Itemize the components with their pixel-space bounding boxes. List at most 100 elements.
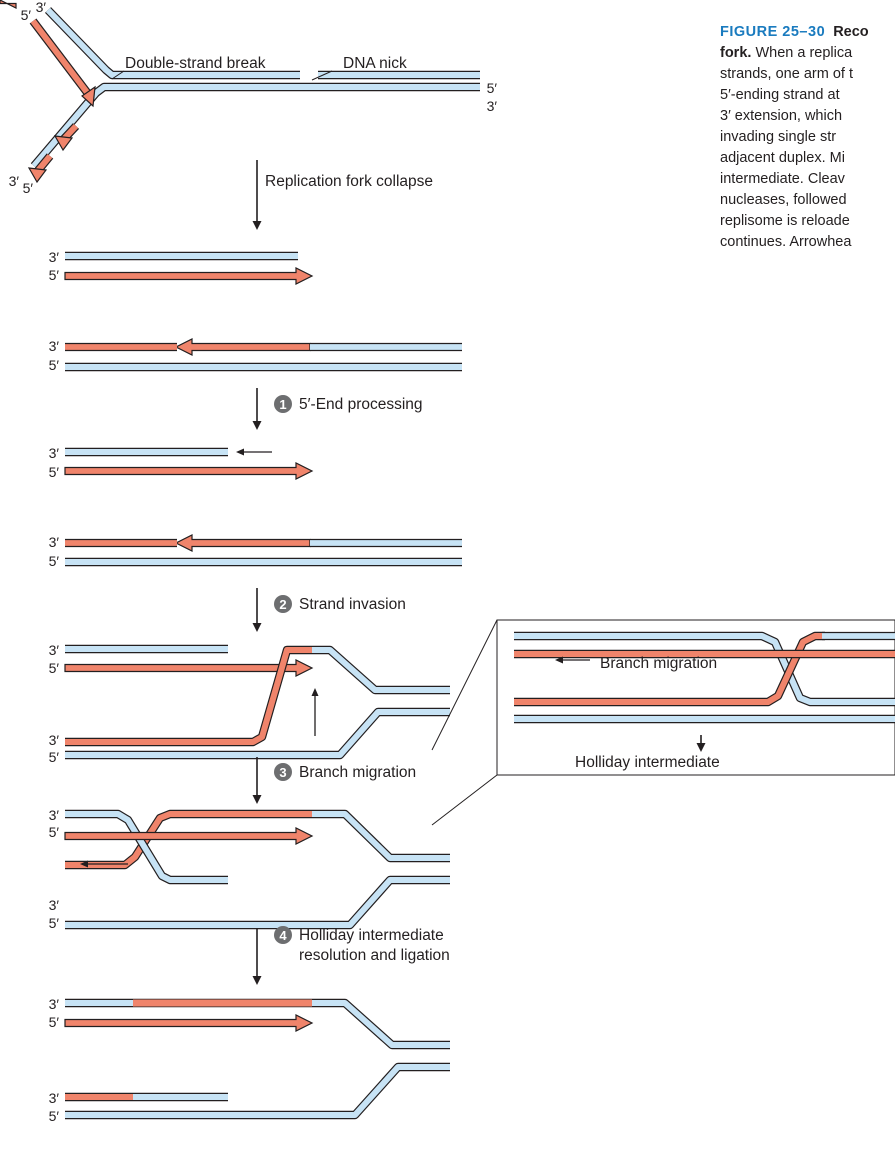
step-3-badge [274, 763, 292, 781]
fork-leading-strand [30, 19, 92, 97]
caption-line: intermediate. Cleav [720, 171, 845, 187]
fork-leading-strand [0, 0, 17, 9]
step-4-badge [274, 926, 292, 944]
inset-arrow-down-head [696, 743, 706, 752]
caption-line: replisome is reloade [720, 213, 850, 229]
inset-callout-line-top [431, 619, 498, 751]
arrow-branch-migration-head [80, 860, 88, 868]
okazaki-fragment-head [27, 167, 48, 184]
intact-duplex-red [174, 338, 311, 356]
end-5p: 5′ [49, 1014, 60, 1030]
holliday-inset-panel [431, 619, 895, 826]
resolved-red-fill [133, 999, 312, 1007]
step-2: 2 Strand invasion [274, 595, 406, 613]
end-5p: 5′ [49, 553, 60, 569]
step-2-badge [274, 595, 292, 613]
caption-line: invading single str [720, 129, 837, 145]
processed-arm-red [64, 462, 314, 480]
end-5p: 5′ [49, 357, 60, 373]
step-4: 4 Holliday intermediate resolution and l… [274, 926, 450, 964]
arrow-step-2-head [252, 623, 262, 632]
label-fork-collapse: Replication fork collapse [265, 173, 433, 190]
invasion-red-crossing [65, 647, 312, 745]
bm-blue-top [312, 811, 450, 861]
step-3: 3 Branch migration [274, 763, 416, 781]
inset-holliday-intermediate-label: Holliday intermediate [575, 754, 720, 771]
step-4-label-line2: resolution and ligation [299, 947, 450, 964]
arrow-invasion-head [311, 688, 319, 696]
caption-line: adjacent duplex. Mi [720, 150, 845, 166]
end-3p: 3′ [49, 996, 60, 1012]
end-5p: 5′ [49, 749, 60, 765]
step-1-number: 1 [279, 397, 286, 412]
end-5p: 5′ [49, 915, 60, 931]
caption-line: nucleases, followed [720, 192, 847, 208]
arrow-resection-head [236, 448, 244, 456]
step-2-label: Strand invasion [299, 596, 406, 613]
caption-title-part1: Reco [833, 24, 869, 40]
end-3p: 3′ [36, 0, 47, 15]
invasion-blue-lower [65, 709, 450, 758]
inset-top-red-cross [514, 633, 825, 705]
bm-blue-bottom [65, 877, 450, 928]
bm-blue-bottom-outline [65, 875, 450, 930]
end-3p: 3′ [49, 445, 60, 461]
fork-template-top-arm [45, 7, 300, 78]
end-5p: 5′ [49, 824, 60, 840]
caption-line-2: fork. When a replica [720, 43, 895, 64]
step-3-number: 3 [279, 765, 286, 780]
arrow-step-3-head [252, 795, 262, 804]
invasion-arm-red [64, 659, 314, 677]
resolved-red-arrow [64, 1014, 314, 1032]
strand-end-labels: 5′3′5′3′3′5′3′5′3′5′3′5′3′5′3′5′3′5′3′5′… [9, 0, 498, 1124]
invasion-blue-lower-outline [65, 707, 450, 760]
caption-body-start: When a replica [755, 45, 853, 61]
caption-line: 5′-ending strand at [720, 87, 840, 103]
invasion-displaced-blue [312, 647, 450, 693]
inset-top-blue-right [822, 632, 895, 640]
inset-callout-line-bottom [431, 774, 498, 826]
caption-line: continues. Arrowhea [720, 234, 852, 250]
caption-line-1: FIGURE 25–30 Reco [720, 22, 895, 43]
figure-caption: FIGURE 25–30 Reco fork. When a replica s… [720, 22, 895, 253]
label-double-strand-break: Double-strand break [125, 55, 266, 72]
inset-arrow-branch-migration-head [555, 656, 563, 664]
end-3p: 3′ [49, 338, 60, 354]
bm-blue-cross [65, 811, 228, 883]
end-5p: 5′ [49, 660, 60, 676]
fork-template-bottom-outline [30, 82, 480, 169]
end-3p: 3′ [49, 897, 60, 913]
end-5p: 5′ [49, 1108, 60, 1124]
end-3p: 3′ [49, 534, 60, 550]
end-3p: 3′ [9, 173, 20, 189]
process-arrows-layer [80, 70, 706, 985]
step-1-badge [274, 395, 292, 413]
intact-duplex-red-extra [65, 539, 177, 547]
step-4-number: 4 [279, 928, 287, 943]
step-1: 1 5′-End processing [274, 395, 423, 413]
end-3p: 3′ [487, 98, 498, 114]
end-5p: 5′ [21, 7, 32, 23]
pointer-nick [311, 70, 333, 81]
inset-branch-migration-label: Branch migration [600, 655, 717, 672]
step-1-label: 5′-End processing [299, 396, 423, 413]
step-3-label: Branch migration [299, 764, 416, 781]
end-3p: 3′ [49, 642, 60, 658]
intact-duplex-red-extra [65, 343, 177, 351]
end-5p: 5′ [49, 267, 60, 283]
step-4-label: Holliday intermediate [299, 927, 444, 944]
resolved-bottom [65, 1064, 450, 1118]
end-5p: 5′ [49, 464, 60, 480]
resolved-top-right [312, 1000, 450, 1048]
arrow-step-1-head [252, 421, 262, 430]
bm-red-arrow [64, 827, 314, 845]
end-5p: 5′ [23, 180, 34, 196]
fork-leading-head [81, 85, 96, 108]
caption-title-part2: fork. [720, 45, 752, 61]
inset-frame [496, 619, 895, 776]
caption-line: strands, one arm of t [720, 66, 853, 82]
broken-arm-red [64, 267, 314, 285]
label-dna-nick: DNA nick [343, 55, 407, 72]
